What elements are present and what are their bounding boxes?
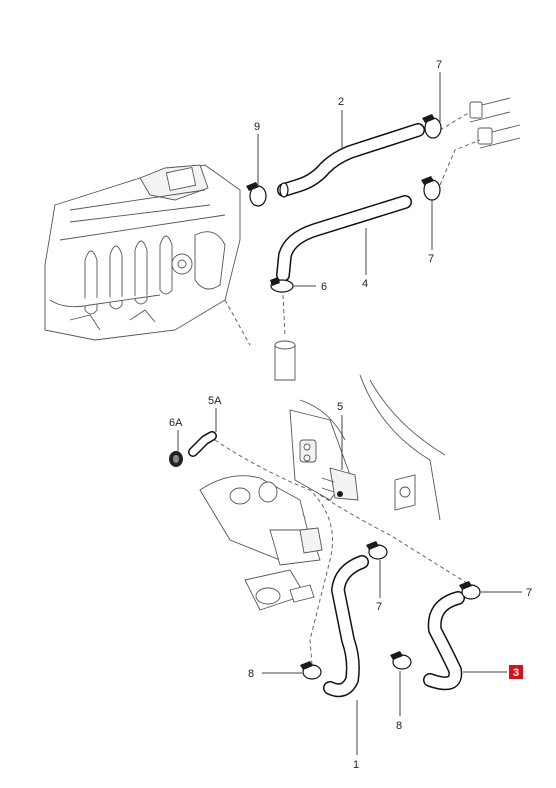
heater-valve-5 [321, 467, 359, 501]
clamp-7-upper [422, 114, 442, 139]
label-7-lower-left: 7 [376, 601, 382, 613]
label-9: 9 [254, 121, 260, 133]
label-4: 4 [362, 278, 368, 290]
label-5a: 5A [208, 395, 222, 407]
label-8-left: 8 [248, 668, 254, 680]
label-8-right: 8 [396, 720, 402, 732]
leader-lines [177, 72, 522, 755]
engine-block-drawing [44, 164, 296, 381]
pipe-connectors-top-right [439, 97, 521, 186]
label-1: 1 [353, 759, 359, 771]
label-2: 2 [338, 96, 344, 108]
clamp-7-lower-right [459, 581, 481, 600]
clamp-6 [270, 277, 294, 336]
clamp-7-lower-left [366, 541, 388, 560]
label-5: 5 [337, 401, 343, 413]
callout-labels: 2 9 7 7 4 6 6A 5A 5 7 7 8 8 1 3 [169, 59, 532, 771]
hose-2 [277, 123, 425, 198]
highlight-box[interactable] [509, 665, 523, 679]
cap-6a [169, 451, 183, 467]
clamp-8-left [300, 661, 322, 680]
label-7-upper: 7 [436, 59, 442, 71]
hose-1 [323, 555, 369, 698]
label-6a: 6A [169, 417, 183, 429]
vehicle-body-drawing [289, 374, 446, 521]
clamp-8-right [390, 651, 412, 670]
label-7-middle: 7 [428, 253, 434, 265]
lower-engine-parts-drawing [199, 439, 471, 666]
label-7-lower-right: 7 [526, 587, 532, 599]
label-3[interactable]: 3 [513, 667, 519, 679]
label-6: 6 [321, 281, 327, 293]
pipe-5a [188, 431, 217, 457]
hose-3 [423, 591, 465, 691]
hose-4 [276, 195, 412, 282]
clamp-7-middle [421, 176, 441, 201]
highlighted-part-label[interactable]: 3 [509, 665, 523, 679]
clamp-9 [246, 182, 267, 207]
